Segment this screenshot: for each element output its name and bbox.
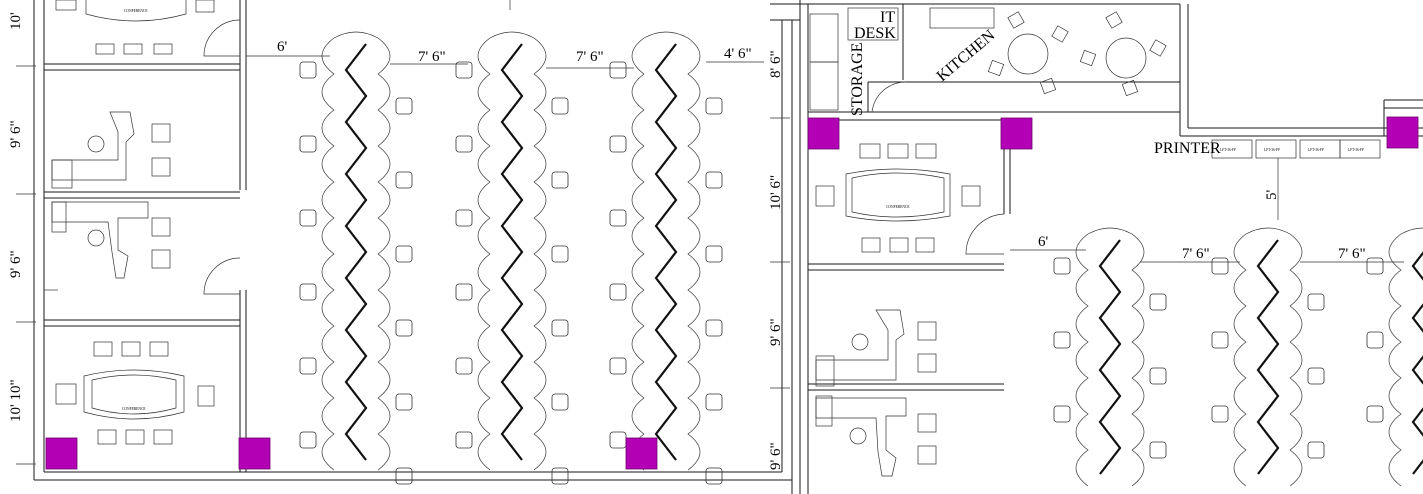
chair (1307, 367, 1325, 385)
room-label-kitchen: KITCHEN (934, 27, 999, 85)
chair (609, 431, 627, 449)
room-label-printer: PRINTER (1154, 140, 1221, 157)
chair (1366, 405, 1384, 423)
chair (609, 283, 627, 301)
chair (551, 319, 569, 337)
room-label-storage: STORAGE (849, 43, 866, 117)
chair (705, 319, 723, 337)
workstation-cluster (455, 31, 569, 485)
chair (705, 171, 723, 189)
left-offices (44, 0, 247, 472)
chair (1211, 405, 1229, 423)
dimension-label: 9' 6" (768, 318, 784, 346)
chair (609, 61, 627, 79)
workstation-cluster (609, 31, 723, 485)
dimension-lines (16, 0, 1404, 465)
dimension-label: 5' (1264, 190, 1280, 201)
chair (395, 97, 413, 115)
chair (395, 319, 413, 337)
chair (1149, 367, 1167, 385)
chair (455, 431, 473, 449)
chair (1211, 331, 1229, 349)
dimension-label: 10' 10" (8, 379, 24, 422)
chair (551, 97, 569, 115)
chair (1366, 257, 1384, 275)
chair (299, 357, 317, 375)
chair (455, 209, 473, 227)
chair (705, 245, 723, 263)
chair (299, 135, 317, 153)
workstation-cluster (1053, 227, 1167, 487)
chair (395, 171, 413, 189)
chair (299, 61, 317, 79)
chair (455, 61, 473, 79)
dimension-label: 6' (277, 39, 288, 55)
dimension-label: 7' 6" (576, 49, 604, 65)
chair (609, 209, 627, 227)
chair (455, 357, 473, 375)
dimension-label: 9' 6" (8, 250, 24, 278)
chair (551, 245, 569, 263)
chair (551, 393, 569, 411)
workstation-cluster (299, 31, 413, 485)
room-label-desk: DESK (854, 25, 896, 42)
lateral-file-label: LFT-36-FF (1264, 148, 1280, 152)
chair (705, 467, 723, 485)
dimension-label: 9' 6" (768, 442, 784, 470)
kitchen-area: LFT-36-FF LFT-36-FF LFT-36-FF LFT-36-FF (809, 7, 1381, 159)
chair (609, 135, 627, 153)
chair (455, 283, 473, 301)
chair (1053, 405, 1071, 423)
structural-column (807, 117, 840, 150)
structural-column (238, 437, 271, 470)
lateral-file-label: LFT-36-FF (1348, 148, 1364, 152)
chair (1307, 441, 1325, 459)
workstation-clusters (299, 31, 1423, 487)
structural-column (625, 437, 658, 470)
chair (395, 245, 413, 263)
lateral-file-label: LFT-36-FF (1308, 148, 1324, 152)
chair (1149, 293, 1167, 311)
chair (1307, 293, 1325, 311)
chair (551, 467, 569, 485)
chair (1366, 331, 1384, 349)
lateral-file-label: LFT-36-FF (1220, 148, 1236, 152)
dimension-label: 8' 6" (768, 50, 784, 78)
chair (395, 393, 413, 411)
chair (1149, 441, 1167, 459)
structural-columns (45, 116, 1419, 470)
structural-column (45, 437, 78, 470)
chair (705, 97, 723, 115)
dimension-label: 6' (1038, 234, 1049, 250)
dimension-label: 9' 6" (8, 120, 24, 148)
dimension-label: 10' 6" (768, 175, 784, 210)
chair (455, 135, 473, 153)
workstation-cluster (1366, 227, 1423, 487)
chair (705, 393, 723, 411)
chair (395, 467, 413, 485)
chair (1053, 331, 1071, 349)
structural-column (1386, 116, 1419, 149)
middle-conference-room (808, 119, 1011, 477)
chair (299, 283, 317, 301)
chair (1053, 257, 1071, 275)
outer-walls (33, 0, 1423, 494)
chair (1211, 257, 1229, 275)
chair (551, 171, 569, 189)
chair (609, 357, 627, 375)
dimension-label: 4' 6" (724, 46, 752, 62)
conference-table-label: CONFERENCE (124, 9, 148, 13)
conference-table-label: CONFERENCE (886, 205, 910, 209)
workstation-cluster (1211, 227, 1325, 487)
conference-table-label: CONFERENCE (122, 407, 146, 411)
chair (299, 209, 317, 227)
chair (299, 431, 317, 449)
structural-column (1000, 117, 1033, 150)
dimension-label: 7' 6" (1182, 246, 1210, 262)
dimension-label: 7' 6" (418, 49, 446, 65)
dimension-label: 7' 6" (1338, 246, 1366, 262)
dimension-label: 10' (8, 12, 24, 30)
room-label-it: IT (880, 9, 895, 26)
